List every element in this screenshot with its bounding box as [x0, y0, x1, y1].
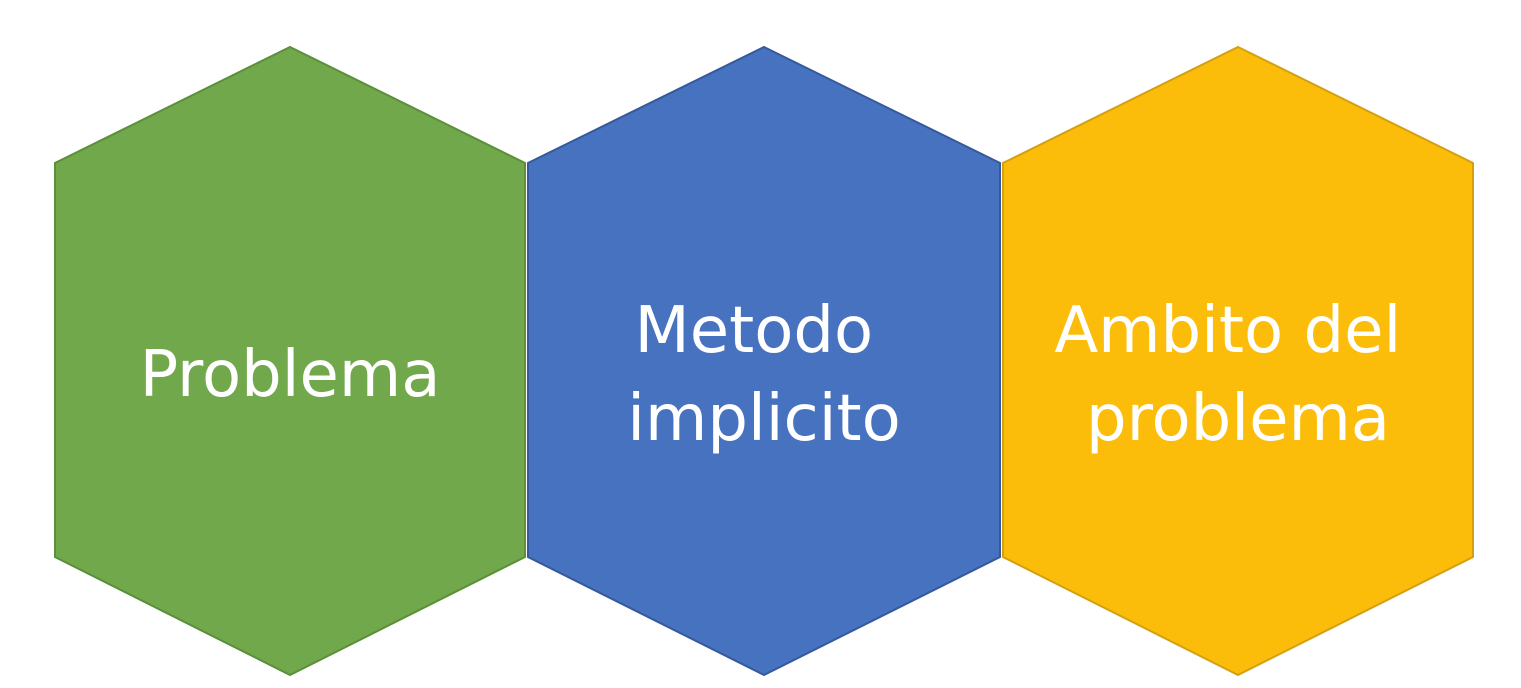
hexagon-ambito-del-problema: Ambito del problema [1002, 45, 1474, 677]
hexagon-shape-problema [54, 45, 526, 677]
hexagon-label-line: implicito [627, 382, 901, 456]
hexagon-shape-ambito-del-problema [1002, 45, 1474, 677]
hexagon-label-metodo-implicito: Metodo implicito [627, 294, 901, 456]
hexagon-label-line: Metodo [635, 294, 874, 368]
hexagon-label-line: Problema [140, 338, 441, 412]
hexagon-label-line: problema [1086, 382, 1390, 456]
hexagon-shape-metodo-implicito [527, 45, 1001, 677]
hexagon-problema: Problema [54, 45, 526, 677]
hexagon-label-ambito-del-problema: Ambito del problema [1054, 294, 1421, 456]
hexagon-label-line: Ambito del [1054, 294, 1401, 368]
hexagon-metodo-implicito: Metodo implicito [527, 45, 1001, 677]
hexagon-label-problema: Problema [140, 338, 441, 412]
